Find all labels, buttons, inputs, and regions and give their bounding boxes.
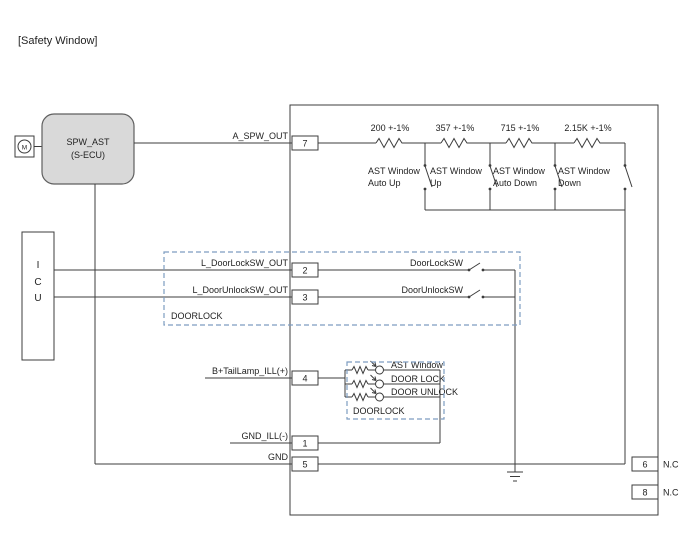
switch-3-label-line1: AST Window (493, 166, 545, 176)
switch-2-label-line1: AST Window (430, 166, 482, 176)
pin-6-nc-label: N.C (663, 460, 679, 470)
ill-lamp-2-label: DOOR LOCK (391, 374, 445, 384)
icu-letter-c: C (34, 277, 41, 288)
pin-7: 7 (291, 135, 319, 151)
pin-1-number: 1 (302, 439, 307, 449)
ecu-sub-name: (S-ECU) (71, 150, 105, 160)
wires (54, 142, 626, 472)
ill-resistor-3 (351, 393, 369, 401)
motor-label: M (22, 145, 27, 152)
icu-box: I C U (21, 231, 55, 361)
doorunlocksw-label: DoorUnlockSW (401, 285, 463, 295)
ill-resistor-2 (351, 380, 369, 388)
ill-plus-label: B+TailLamp_ILL(+) (212, 366, 288, 376)
icu-letter-u: U (34, 293, 41, 304)
resistor-symbol-4 (573, 138, 603, 148)
doorlock-switch-symbols (467, 262, 485, 299)
motor-icon: M (14, 135, 35, 158)
doorlock-box-label: DOORLOCK (171, 311, 223, 321)
window-switch-symbols (423, 164, 633, 191)
resistor-1-label: 200 +-1% (371, 123, 410, 133)
icu-letter-i: I (37, 260, 40, 271)
ill-lamp-1-label: AST Window (391, 360, 443, 370)
switch-2-label-line2: Up (430, 178, 442, 188)
pin-5: 5 (291, 456, 319, 472)
pin-8-nc-label: N.C (663, 488, 679, 498)
pin-1: 1 (291, 435, 319, 451)
a-spw-out-label: A_SPW_OUT (232, 131, 288, 141)
switch-4-label-line2: Down (558, 178, 581, 188)
switch-3-label-line2: Auto Down (493, 178, 537, 188)
pin-8: 8 (631, 484, 659, 500)
pin-4-number: 4 (302, 374, 307, 384)
pin-3: 3 (291, 289, 319, 305)
pin-5-number: 5 (302, 460, 307, 470)
lamp-icon-door-unlock (370, 387, 384, 402)
pin-4: 4 (291, 370, 319, 386)
pin-8-number: 8 (642, 488, 647, 498)
page-title: [Safety Window] (18, 35, 97, 47)
switch-1-label-line1: AST Window (368, 166, 420, 176)
resistor-2-label: 357 +-1% (436, 123, 475, 133)
lamp-icon-ast-window (370, 360, 384, 375)
gnd-ill-label: GND_ILL(-) (241, 431, 288, 441)
resistor-symbol-3 (505, 138, 535, 148)
gnd-label: GND (268, 452, 289, 462)
resistor-symbol-1 (375, 138, 405, 148)
switch-4-label-line1: AST Window (558, 166, 610, 176)
illumination-dashed-box (346, 361, 445, 420)
door-unlock-out-label: L_DoorUnlockSW_OUT (192, 285, 288, 295)
ill-resistor-1 (351, 366, 369, 374)
pin-7-number: 7 (302, 139, 307, 149)
ground-symbol (507, 471, 523, 482)
switch-1-label-line2: Auto Up (368, 178, 401, 188)
pin-2: 2 (291, 262, 319, 278)
pin-6: 6 (631, 456, 659, 472)
pin-6-number: 6 (642, 460, 647, 470)
pin-2-number: 2 (302, 266, 307, 276)
main-unit-box (289, 104, 659, 516)
door-lock-out-label: L_DoorLockSW_OUT (201, 258, 289, 268)
resistor-4-label: 2.15K +-1% (564, 123, 611, 133)
doorlocksw-label: DoorLockSW (410, 258, 464, 268)
ecu-name: SPW_AST (66, 137, 110, 147)
ill-lamp-3-label: DOOR UNLOCK (391, 387, 458, 397)
resistor-3-label: 715 +-1% (501, 123, 540, 133)
doorlock-dashed-box (163, 251, 521, 326)
pin-3-number: 3 (302, 293, 307, 303)
resistor-symbol-2 (440, 138, 470, 148)
spw-ast-ecu-box (41, 113, 135, 185)
illumination-box-label: DOORLOCK (353, 406, 405, 416)
lamp-icon-door-lock (370, 374, 384, 389)
